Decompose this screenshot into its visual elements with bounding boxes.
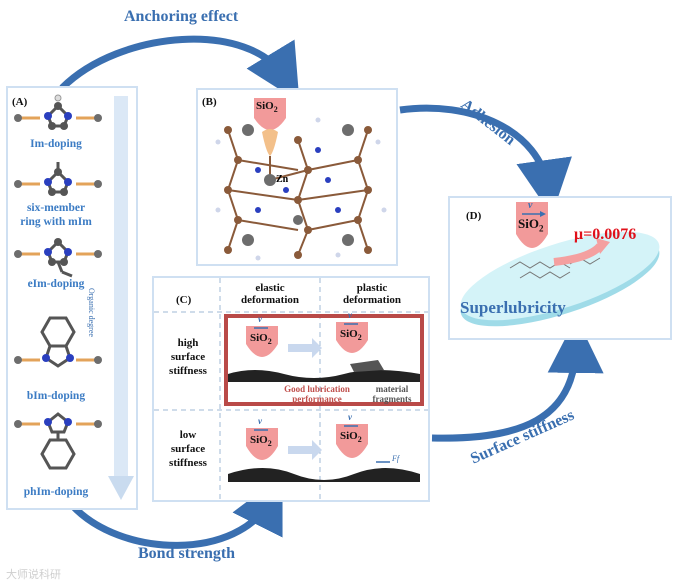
molecule-bim	[14, 316, 102, 368]
c-tip-1-text: SiO	[250, 332, 268, 344]
c-tip-1: SiO2	[250, 332, 272, 346]
surface-stiffness-arrow	[431, 317, 604, 442]
c-tip-2-text: SiO	[340, 328, 358, 340]
col-head-plastic-line1: plastic	[356, 282, 388, 294]
panel-d: (D) v SiO2 μ=0.0076 Superlubricity	[448, 196, 672, 340]
good-lubrication-note: Good lubrication performance	[272, 384, 362, 404]
molecule-label-mim-line2: ring with mIm	[20, 216, 92, 228]
zif-framework	[215, 98, 387, 261]
c-velocity-4: v	[348, 412, 352, 422]
panel-b-tip-label: SiO2	[256, 100, 278, 114]
bond-strength-arrow	[67, 474, 283, 549]
panel-c-grid	[154, 278, 428, 500]
friction-coefficient: μ=0.0076	[574, 226, 637, 243]
molecule-label-im: Im-doping	[30, 138, 82, 150]
panel-d-velocity: v	[528, 200, 533, 211]
material-fragments-line1: material	[375, 384, 409, 394]
panel-d-tip-text: SiO	[518, 216, 539, 231]
panel-b-tip-sub: 2	[273, 105, 278, 115]
panel-d-tip-label: SiO2	[518, 216, 543, 234]
molecule-label-phim: phIm-doping	[23, 486, 89, 498]
c-tip-4: SiO2	[340, 430, 362, 444]
col-head-elastic-line1: elastic	[255, 282, 285, 294]
organic-degree-arrow	[108, 96, 134, 500]
panel-b: (B) SiO2	[196, 88, 398, 266]
c-tip-2-sub: 2	[357, 333, 362, 343]
col-head-elastic: elastic deformation	[220, 282, 320, 306]
panel-a: (A) Organic degree Im-doping six-member …	[6, 86, 138, 510]
row-head-low-line1: low	[179, 429, 197, 441]
adhesion-arrow	[399, 104, 572, 216]
row-head-high-line2: surface	[170, 351, 206, 363]
row-head-low-line2: surface	[170, 443, 206, 455]
good-lubrication-line2: performance	[292, 394, 342, 404]
superlubricity-disc	[460, 202, 660, 327]
superlubricity-caption: Superlubricity	[460, 298, 566, 317]
molecule-label-bim: bIm-doping	[26, 390, 86, 402]
molecule-im	[14, 94, 102, 130]
row-head-high-line1: high	[177, 337, 199, 349]
panel-b-label: (B)	[202, 96, 217, 108]
c-tip-3: SiO2	[250, 434, 272, 448]
molecule-label-mim-line1: six-member	[26, 202, 86, 214]
c-tip-3-sub: 2	[267, 439, 272, 449]
panel-c-illustrations	[228, 322, 420, 482]
force-ff-label: Ff	[392, 454, 400, 463]
molecule-label-eim: eIm-doping	[27, 278, 85, 290]
bond-strength-label: Bond strength	[138, 545, 236, 562]
c-velocity-3: v	[258, 416, 262, 426]
c-velocity-2: v	[348, 310, 352, 320]
row-head-low-line3: stiffness	[169, 457, 207, 469]
panel-c: (C) elastic deformation plastic deformat…	[152, 276, 430, 502]
good-lubrication-box	[224, 314, 424, 406]
molecule-mim	[14, 162, 102, 196]
molecule-eim	[14, 238, 102, 278]
c-tip-1-sub: 2	[267, 337, 272, 347]
row-head-high: high surface stiffness	[158, 336, 218, 378]
panel-c-label: (C)	[176, 294, 192, 306]
panel-d-tip-sub: 2	[538, 223, 544, 234]
row-head-high-line3: stiffness	[169, 365, 207, 377]
anchoring-effect-label: Anchoring effect	[124, 8, 239, 25]
good-lubrication-line1: Good lubrication	[284, 384, 350, 394]
row-head-low: low surface stiffness	[158, 428, 218, 470]
c-velocity-1: v	[258, 314, 262, 324]
panel-b-tip-text: SiO	[256, 100, 274, 112]
anchoring-arrow	[59, 35, 300, 102]
panel-b-zn-label: Zn	[276, 174, 289, 185]
col-head-plastic-line2: deformation	[342, 294, 402, 306]
col-head-plastic: plastic deformation	[320, 282, 424, 306]
c-tip-4-sub: 2	[357, 435, 362, 445]
watermark: 大师说科研	[6, 569, 61, 581]
material-fragments-line2: fragments	[372, 394, 412, 404]
c-tip-3-text: SiO	[250, 434, 268, 446]
molecule-phim	[14, 412, 102, 470]
col-head-elastic-line2: deformation	[240, 294, 300, 306]
panel-a-label: (A)	[12, 96, 28, 108]
c-tip-4-text: SiO	[340, 430, 358, 442]
c-tip-2: SiO2	[340, 328, 362, 342]
panel-d-label: (D)	[466, 210, 482, 222]
material-fragments-note: material fragments	[364, 384, 420, 404]
